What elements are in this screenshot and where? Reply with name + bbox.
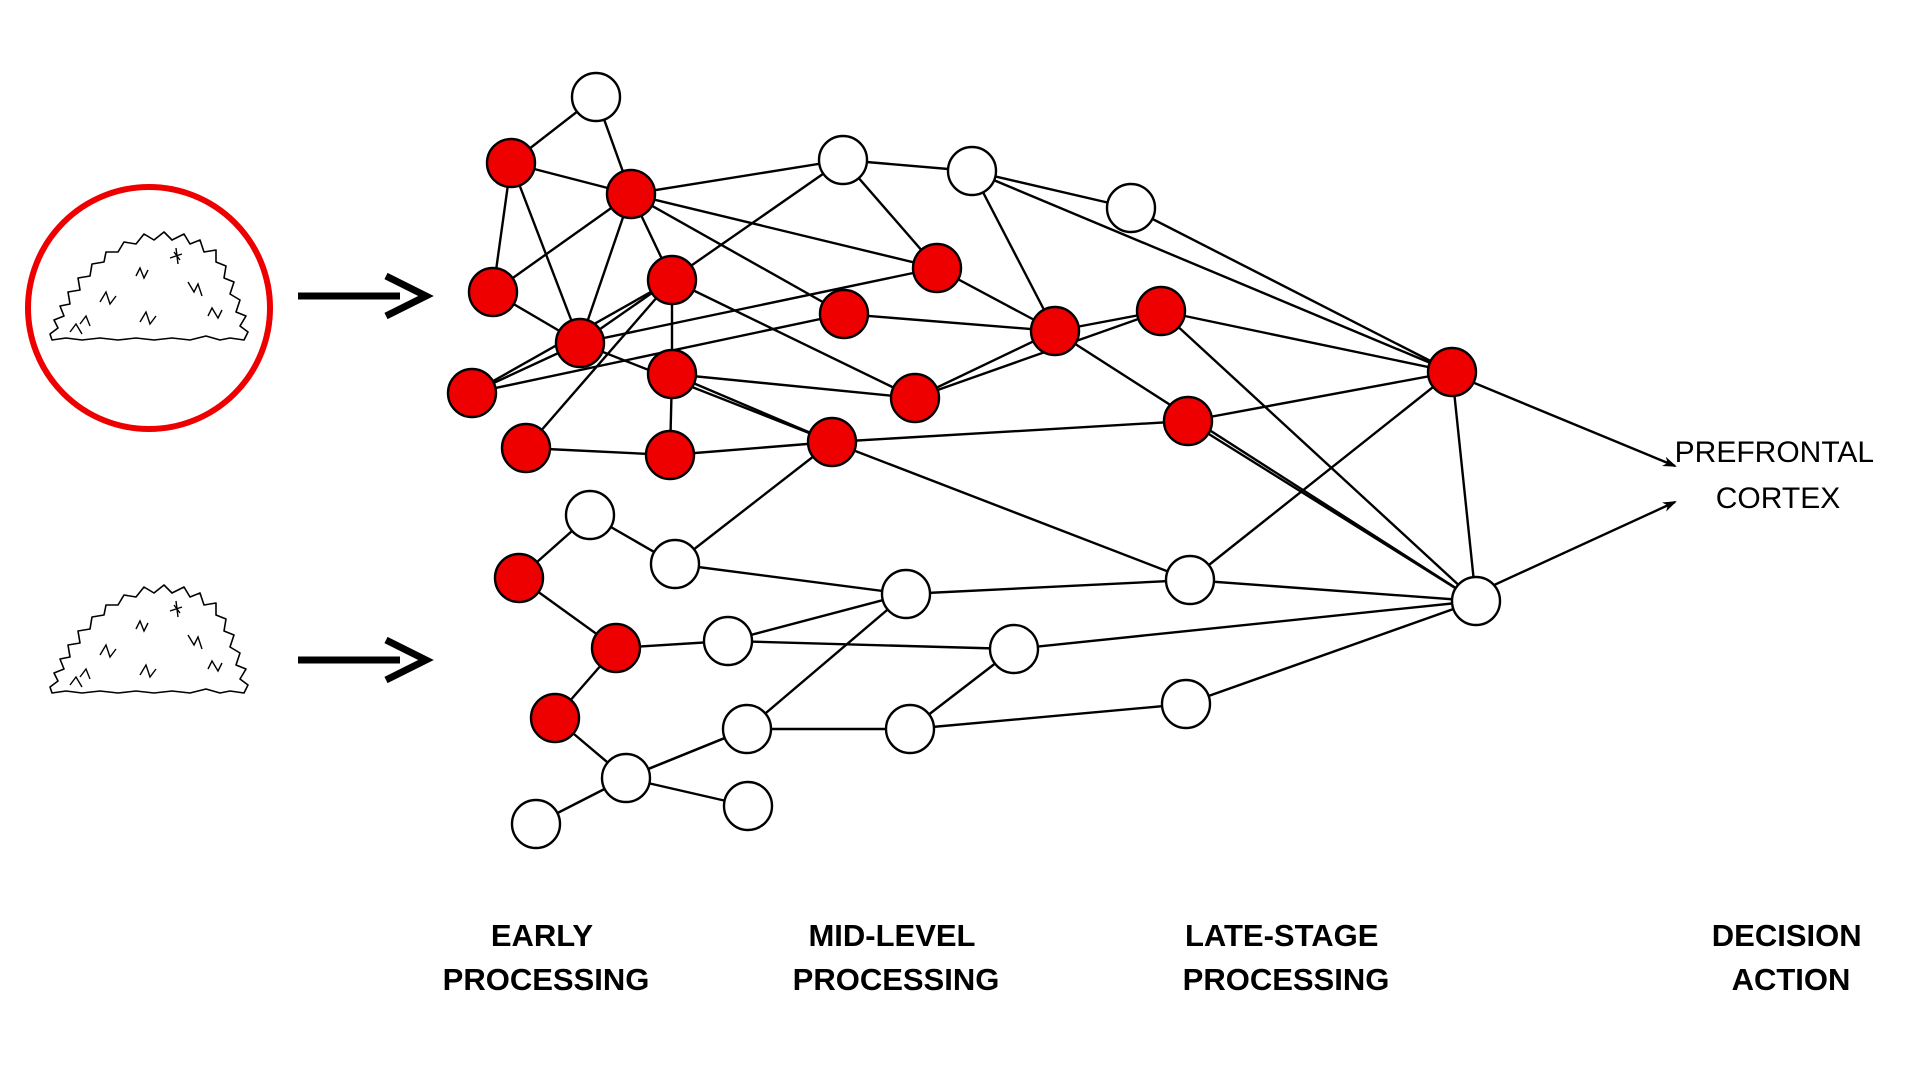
- connection-line: [971, 169, 1132, 210]
- active-neuron: [590, 622, 642, 674]
- connection-line: [671, 372, 916, 400]
- connection-line: [914, 329, 1056, 400]
- stage-label-decision: DECISION ACTION: [1712, 918, 1870, 997]
- haystack-icon: [49, 231, 249, 341]
- inactive-neuron: [564, 489, 616, 541]
- connection-line: [509, 162, 582, 344]
- connection-line: [630, 158, 844, 196]
- haystack-icon: [49, 584, 249, 694]
- stage-label-late: LATE-STAGE PROCESSING: [1183, 918, 1390, 997]
- inactive-neuron: [649, 538, 701, 590]
- connection-line: [1160, 310, 1477, 602]
- inactive-neuron: [570, 71, 622, 123]
- connection-line: [674, 562, 907, 596]
- inactive-neuron: [722, 780, 774, 832]
- connection-line: [1160, 309, 1453, 374]
- connection-line: [1013, 599, 1477, 651]
- target-label: PREFRONTAL CORTEX: [1675, 436, 1882, 515]
- inactive-neuron: [1160, 678, 1212, 730]
- active-neuron: [485, 137, 537, 189]
- connection-line: [579, 159, 844, 344]
- active-neuron: [467, 266, 519, 318]
- connection-line: [914, 309, 1162, 400]
- inactive-neuron: [1164, 554, 1216, 606]
- output-arrow: [1467, 500, 1677, 599]
- active-neuron: [644, 429, 696, 481]
- connection-line: [905, 578, 1191, 596]
- stage-label-mid: MID-LEVEL PROCESSING: [793, 918, 1000, 997]
- connection-line: [831, 440, 1191, 582]
- connection-line: [1189, 578, 1477, 603]
- connection-line: [1054, 329, 1477, 603]
- inactive-neuron: [600, 752, 652, 804]
- active-neuron: [554, 317, 606, 369]
- connection-line: [671, 278, 916, 400]
- active-neuron: [911, 242, 963, 294]
- connection-line: [746, 593, 907, 730]
- input-arrow: [298, 636, 434, 684]
- output-edges: [1442, 368, 1677, 599]
- inactive-neuron: [721, 703, 773, 755]
- inactive-neuron: [1105, 182, 1157, 234]
- active-neuron: [1029, 305, 1081, 357]
- output-arrow: [1442, 368, 1677, 468]
- connection-line: [525, 279, 673, 449]
- inactive-neuron: [510, 798, 562, 850]
- active-neuron: [806, 416, 858, 468]
- connection-line: [727, 592, 907, 643]
- inactive-neuron: [1450, 575, 1502, 627]
- active-neuron: [646, 254, 698, 306]
- connection-line: [578, 193, 633, 344]
- connection-line: [1185, 599, 1477, 706]
- inactive-neuron: [946, 145, 998, 197]
- active-neuron: [1426, 346, 1478, 398]
- input-arrow: [298, 272, 434, 320]
- active-neuron: [493, 552, 545, 604]
- active-neuron: [529, 692, 581, 744]
- connection-line: [579, 341, 833, 444]
- active-neuron: [605, 168, 657, 220]
- connection-line: [579, 266, 938, 345]
- active-neuron: [446, 367, 498, 419]
- inactive-neuron: [702, 615, 754, 667]
- active-neuron: [1135, 285, 1187, 337]
- connection-line: [970, 170, 1057, 332]
- active-neuron: [500, 422, 552, 474]
- active-neuron: [818, 288, 870, 340]
- network-nodes: [446, 71, 1502, 850]
- inactive-neuron: [880, 568, 932, 620]
- active-neuron: [646, 348, 698, 400]
- connection-line: [1130, 206, 1453, 374]
- active-neuron: [889, 372, 941, 424]
- connection-line: [843, 312, 1056, 333]
- inactive-neuron: [988, 623, 1040, 675]
- connection-line: [831, 419, 1189, 444]
- inactive-neuron: [817, 134, 869, 186]
- connection-line: [674, 441, 833, 565]
- highlight-ring: [25, 184, 273, 432]
- connection-line: [671, 372, 833, 444]
- connection-line: [669, 440, 833, 457]
- inactive-neuron: [884, 703, 936, 755]
- stage-label-early: EARLY PROCESSING: [443, 918, 650, 997]
- connection-line: [630, 192, 938, 270]
- connection-line: [1187, 370, 1453, 423]
- connection-line: [1450, 371, 1478, 602]
- connection-line: [909, 702, 1187, 731]
- connection-line: [1189, 371, 1453, 581]
- connection-line: [492, 193, 632, 293]
- active-neuron: [1162, 395, 1214, 447]
- connection-line: [971, 169, 1453, 374]
- connection-line: [727, 639, 1015, 651]
